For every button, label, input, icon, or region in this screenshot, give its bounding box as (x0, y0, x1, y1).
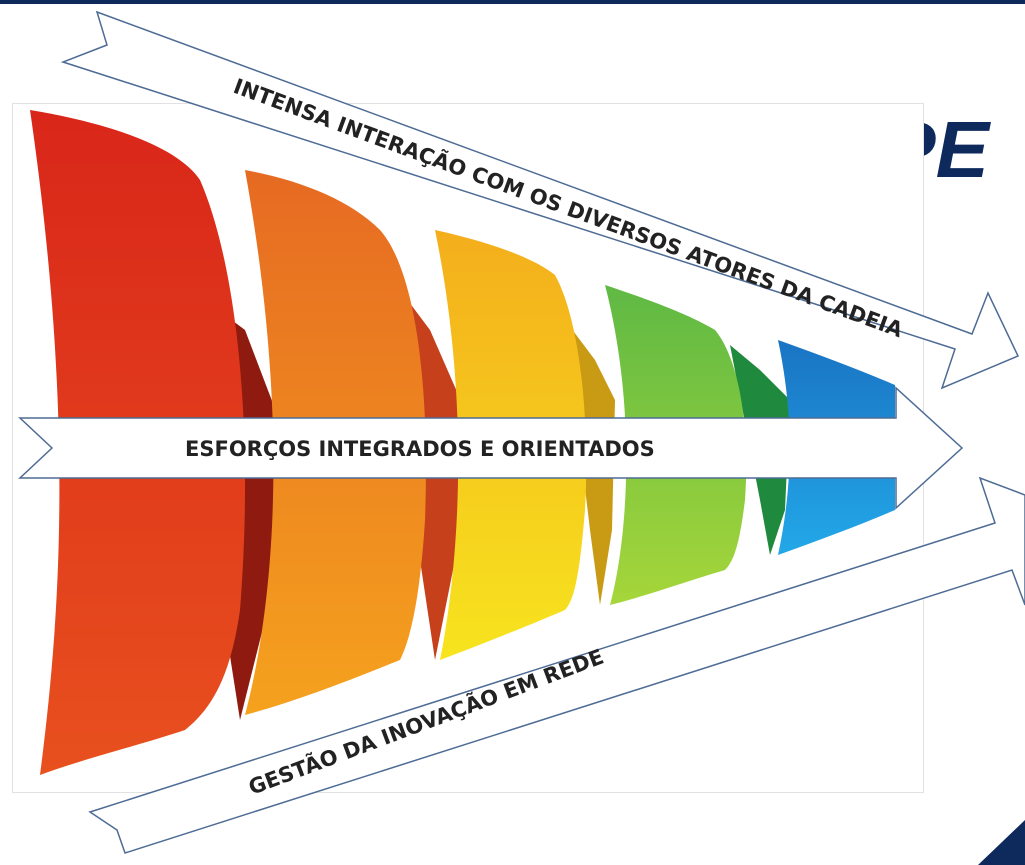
middle-arrow-label: ESFORÇOS INTEGRADOS E ORIENTADOS (185, 437, 655, 461)
top-arrow (60, 10, 1020, 390)
bottom-arrow (88, 476, 1025, 854)
middle-arrow (18, 386, 964, 510)
header-bar (0, 0, 1025, 4)
